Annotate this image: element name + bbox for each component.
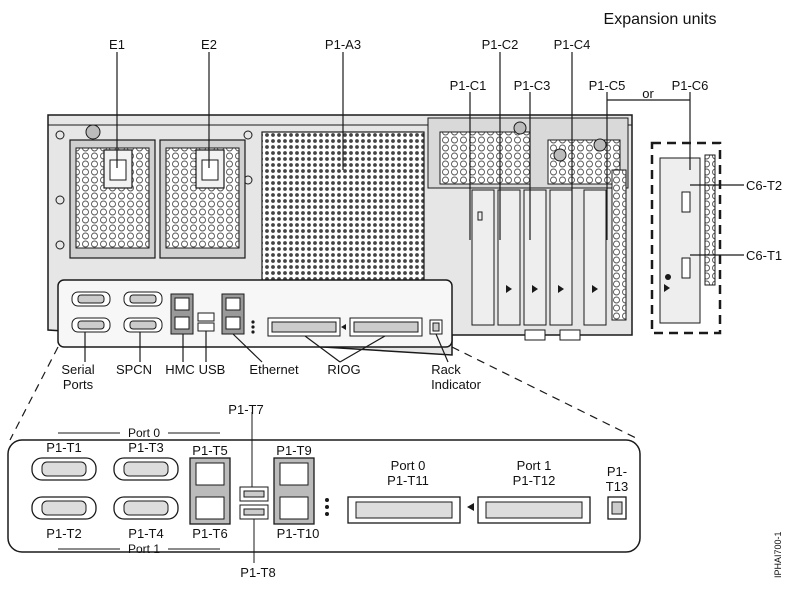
hmc-ports <box>170 293 194 335</box>
rack-indicator-port <box>429 319 443 335</box>
label-rack-line1: Rack <box>431 362 461 377</box>
leader-lines <box>9 52 744 441</box>
detail-hmc-t5-t6 <box>189 457 231 525</box>
label-p1-c5: P1-C5 <box>589 78 626 93</box>
label-p1-t12: P1-T12 <box>513 473 556 488</box>
label-p1-t11: P1-T11 <box>387 473 429 488</box>
spcn-port-1 <box>123 291 163 307</box>
spcn-port-2 <box>123 317 163 333</box>
label-p1-c6: P1-C6 <box>672 78 709 93</box>
detail-serial-t1 <box>31 457 97 481</box>
label-usb: USB <box>199 362 226 377</box>
label-p1-c2: P1-C2 <box>482 37 519 52</box>
pci-slots <box>427 117 629 341</box>
power-supply-e2 <box>159 139 246 259</box>
detail-usb-t7-t8 <box>239 412 269 563</box>
label-rack-line2: Indicator <box>431 377 482 392</box>
power-supply-e1 <box>69 124 156 259</box>
label-p1-c4: P1-C4 <box>554 37 591 52</box>
label-or: or <box>642 86 654 101</box>
label-p1-c1: P1-C1 <box>450 78 487 93</box>
label-p1-t4: P1-T4 <box>128 526 163 541</box>
label-riog-port1: Port 1 <box>517 458 552 473</box>
label-p1-t10: P1-T10 <box>277 526 320 541</box>
label-p1-t13-line1: P1- <box>607 464 627 479</box>
label-p1-a3: P1-A3 <box>325 37 361 52</box>
label-hmc: HMC <box>165 362 195 377</box>
label-c6-t1: C6-T1 <box>746 248 782 263</box>
slot-bracket-c3 <box>523 189 547 326</box>
serial-port-1 <box>71 291 111 307</box>
detail-spcn-t3 <box>113 457 179 481</box>
label-detail-port1: Port 1 <box>128 542 160 556</box>
detail-panel <box>7 412 641 563</box>
slot-bracket-c4 <box>549 189 573 326</box>
label-p1-t3: P1-T3 <box>128 440 163 455</box>
label-p1-t6: P1-T6 <box>192 526 227 541</box>
label-e1: E1 <box>109 37 125 52</box>
label-p1-t1: P1-T1 <box>46 440 81 455</box>
detail-ethernet-t9-t10 <box>273 457 329 525</box>
detail-spcn-t4 <box>113 496 179 520</box>
serial-port-2 <box>71 317 111 333</box>
label-p1-c3: P1-C3 <box>514 78 551 93</box>
expansion-unit-c6 <box>650 141 722 335</box>
label-p1-t13-line2: T13 <box>606 479 628 494</box>
label-spcn: SPCN <box>116 362 152 377</box>
slot-bracket-c2 <box>497 189 521 326</box>
rear-io-panel <box>57 279 453 348</box>
label-detail-port0: Port 0 <box>128 426 160 440</box>
label-c6-t2: C6-T2 <box>746 178 782 193</box>
detail-riog-t12 <box>467 496 591 524</box>
label-p1-t2: P1-T2 <box>46 526 81 541</box>
figure-id: IPHAI700-1 <box>773 531 783 578</box>
label-serial-line1: Serial <box>61 362 94 377</box>
label-p1-t5: P1-T5 <box>192 443 227 458</box>
detail-riog-t11 <box>347 496 461 524</box>
riog-ports <box>267 317 423 337</box>
ethernet-ports <box>221 293 255 335</box>
label-riog: RIOG <box>327 362 360 377</box>
expansion-units-label: Expansion units <box>604 11 717 28</box>
detail-rack-t13 <box>607 496 627 520</box>
labels: Expansion units E1 E2 P1-A3 P1-C1 P1-C2 … <box>46 11 783 580</box>
label-riog-port0: Port 0 <box>391 458 426 473</box>
detail-serial-t2 <box>31 496 97 520</box>
label-p1-t9: P1-T9 <box>276 443 311 458</box>
label-serial-line2: Ports <box>63 377 94 392</box>
slot-bracket-c1 <box>471 189 495 326</box>
label-ethernet: Ethernet <box>249 362 299 377</box>
slot-bracket-c5 <box>583 189 607 326</box>
label-p1-t8: P1-T8 <box>240 565 275 580</box>
label-e2: E2 <box>201 37 217 52</box>
label-p1-t7: P1-T7 <box>228 402 263 417</box>
